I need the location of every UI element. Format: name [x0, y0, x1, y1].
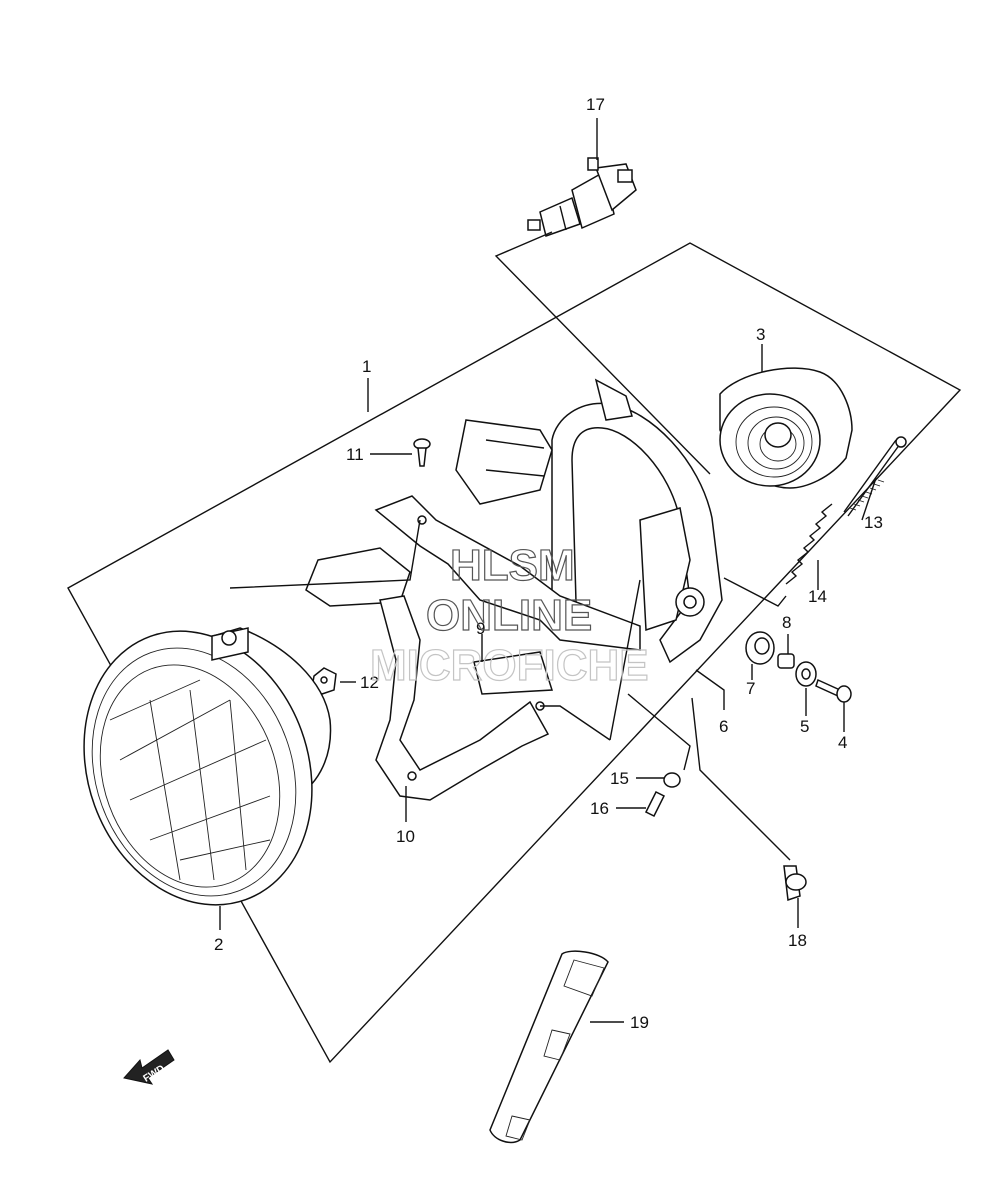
- callout-8: 8: [782, 613, 791, 632]
- watermark-line-2: ONLINE: [426, 591, 592, 640]
- bracket-part: [305, 495, 641, 801]
- bolt-18-part: [783, 865, 807, 902]
- callout-1: 1: [362, 357, 371, 376]
- leader-lines: [219, 118, 877, 1023]
- assembly-outline: [67, 242, 962, 1064]
- callout-2: 2: [214, 935, 223, 954]
- washer-5-part: [795, 661, 817, 687]
- callout-18: 18: [788, 931, 807, 950]
- callout-4: 4: [838, 733, 847, 752]
- fwd-arrow-icon: FWD: [123, 1049, 175, 1085]
- reflector-housing-part: [719, 367, 853, 489]
- callout-7: 7: [746, 679, 755, 698]
- callout-16: 16: [590, 799, 609, 818]
- callout-12: 12: [360, 673, 379, 692]
- bulb-part: [527, 157, 637, 237]
- screw-11-part: [413, 438, 431, 467]
- callout-14: 14: [808, 587, 827, 606]
- bolt-4-part: [815, 678, 852, 703]
- reflector-19-part: [489, 950, 609, 1144]
- callout-19: 19: [630, 1013, 649, 1032]
- callout-3: 3: [756, 325, 765, 344]
- nut-15-part: [663, 772, 681, 788]
- callout-5: 5: [800, 717, 809, 736]
- collar-8-part: [777, 653, 795, 669]
- callout-10: 10: [396, 827, 415, 846]
- callout-11: 11: [346, 445, 364, 464]
- callout-13: 13: [864, 513, 883, 532]
- callout-15: 15: [610, 769, 629, 788]
- watermark-line-1: HLSM: [450, 541, 575, 590]
- watermark-line-3: MICROFICHE: [370, 641, 649, 690]
- callout-6: 6: [719, 717, 728, 736]
- headlight-frame: [455, 378, 723, 664]
- adjust-screw-part: [843, 436, 907, 517]
- spring-part: [785, 503, 833, 585]
- collar-16-part: [644, 790, 666, 818]
- grommet-7-part: [745, 631, 775, 665]
- callout-17: 17: [586, 95, 605, 114]
- headlight-unit-part: [83, 627, 332, 906]
- callout-9: 9: [476, 619, 485, 638]
